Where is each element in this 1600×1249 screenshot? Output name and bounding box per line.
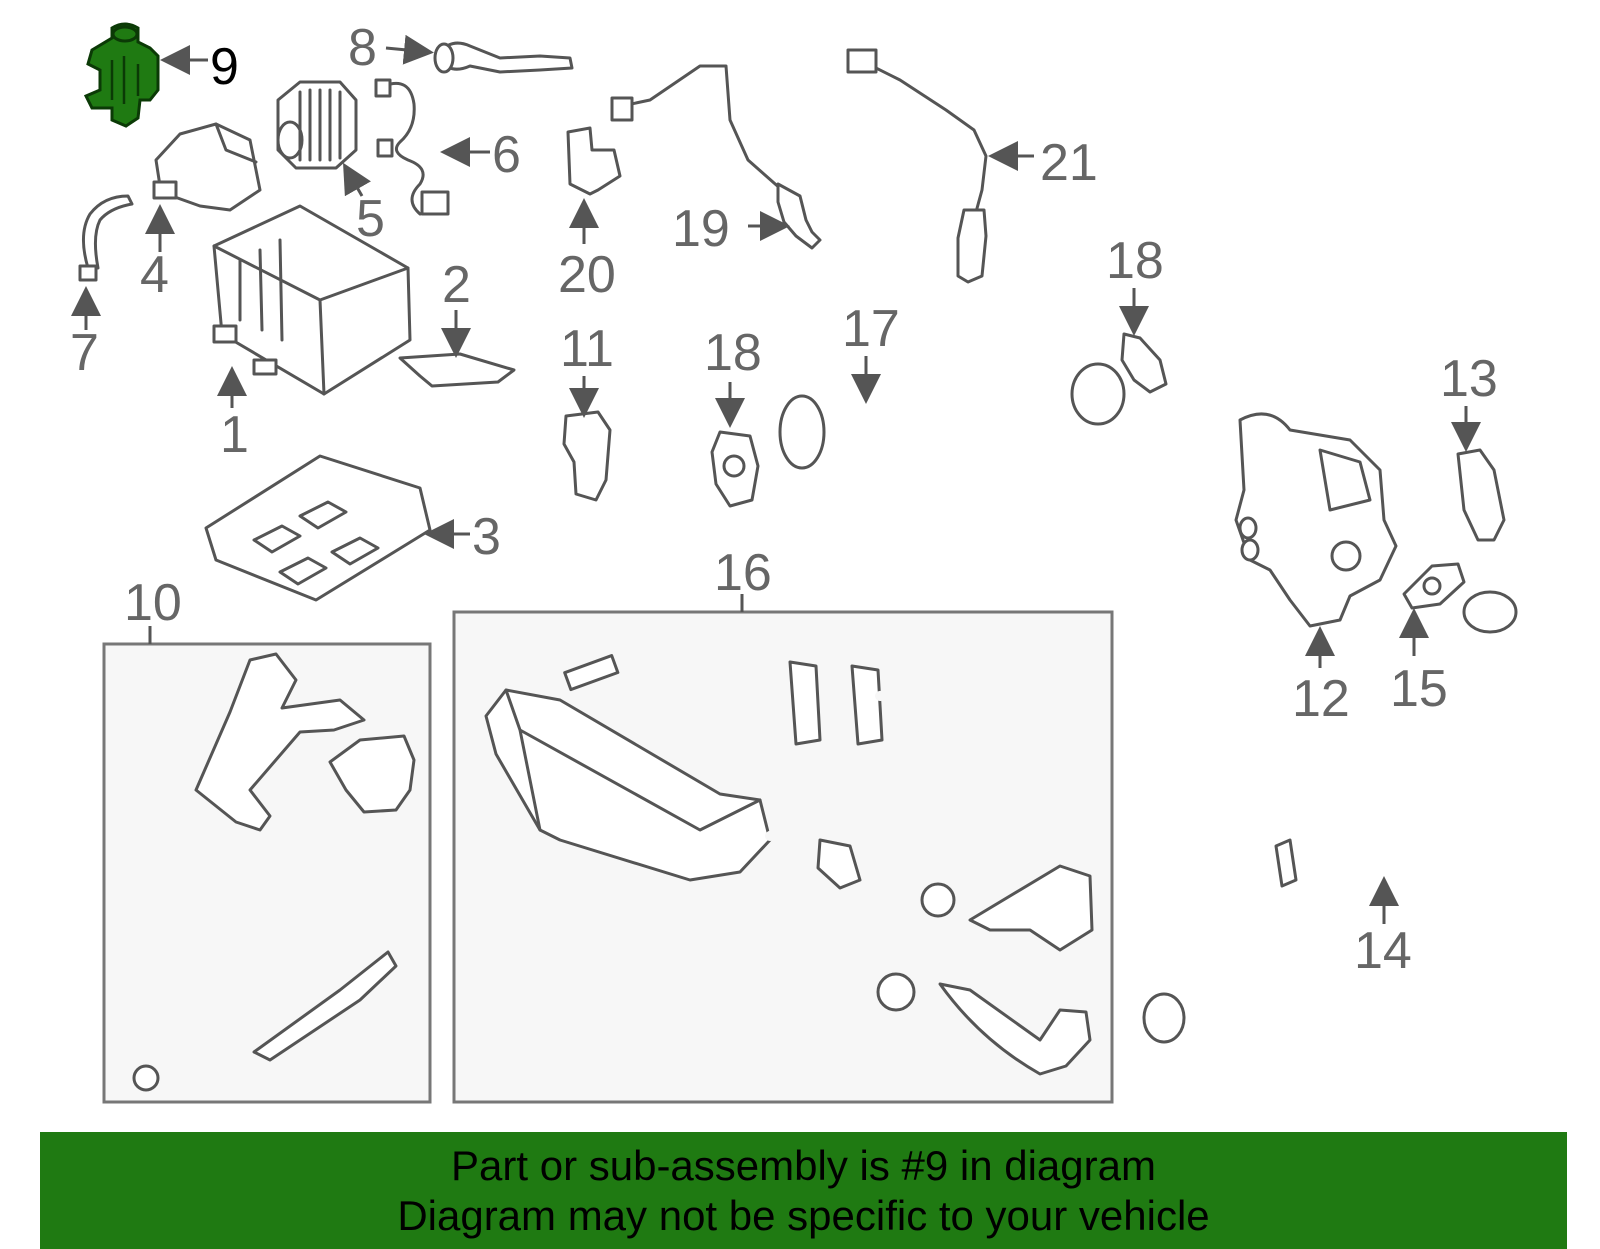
banner-line-1: Part or sub-assembly is #9 in diagram — [451, 1141, 1156, 1189]
part-13[interactable] — [1456, 448, 1506, 542]
callout-19[interactable]: 19 — [672, 200, 730, 258]
part-21[interactable] — [846, 48, 988, 284]
part-1[interactable] — [212, 204, 412, 396]
callout-1[interactable]: 1 — [220, 406, 249, 464]
part-14[interactable] — [1142, 590, 1539, 1044]
callout-9[interactable]: 9 — [210, 38, 239, 96]
callout-5[interactable]: 5 — [356, 190, 385, 248]
part-5[interactable] — [276, 80, 358, 170]
callout-18-upper[interactable]: 18 — [1106, 232, 1164, 290]
part-9-highlighted[interactable] — [83, 22, 160, 128]
part-7[interactable] — [78, 194, 134, 282]
callout-21[interactable]: 21 — [1040, 134, 1098, 192]
part-10-assembly[interactable] — [132, 652, 416, 1092]
part-11[interactable] — [562, 410, 612, 502]
part-2[interactable] — [398, 352, 516, 388]
callout-13[interactable]: 13 — [1440, 350, 1498, 408]
callout-18-lower[interactable]: 18 — [704, 324, 762, 382]
callout-11[interactable]: 11 — [560, 320, 614, 378]
part-17[interactable] — [778, 362, 1126, 470]
part-15[interactable] — [1402, 562, 1466, 610]
banner-line-2: Diagram may not be specific to your vehi… — [397, 1191, 1210, 1239]
part-12[interactable] — [1234, 412, 1398, 628]
part-4[interactable] — [152, 122, 262, 212]
callout-7[interactable]: 7 — [70, 324, 99, 382]
callout-10[interactable]: 10 — [124, 574, 182, 632]
callout-20[interactable]: 20 — [558, 246, 616, 304]
callout-2[interactable]: 2 — [442, 256, 471, 314]
part-19[interactable] — [610, 64, 822, 250]
callout-6[interactable]: 6 — [492, 126, 521, 184]
callout-15[interactable]: 15 — [1390, 660, 1448, 718]
callout-16[interactable]: 16 — [714, 544, 772, 602]
callout-4[interactable]: 4 — [140, 246, 169, 304]
part-18-lower[interactable] — [710, 430, 760, 508]
part-20[interactable] — [566, 126, 622, 196]
callout-12[interactable]: 12 — [1292, 670, 1350, 728]
callout-17[interactable]: 17 — [842, 300, 900, 358]
callout-8[interactable]: 8 — [348, 19, 377, 77]
info-banner: Part or sub-assembly is #9 in diagram Di… — [40, 1132, 1567, 1249]
callout-3[interactable]: 3 — [472, 508, 501, 566]
part-3[interactable] — [204, 454, 432, 602]
part-16-assembly[interactable] — [484, 654, 1094, 1076]
part-8[interactable] — [433, 41, 574, 74]
callout-14[interactable]: 14 — [1354, 922, 1412, 980]
part-6[interactable] — [374, 78, 450, 216]
part-18-upper[interactable] — [1120, 332, 1168, 394]
